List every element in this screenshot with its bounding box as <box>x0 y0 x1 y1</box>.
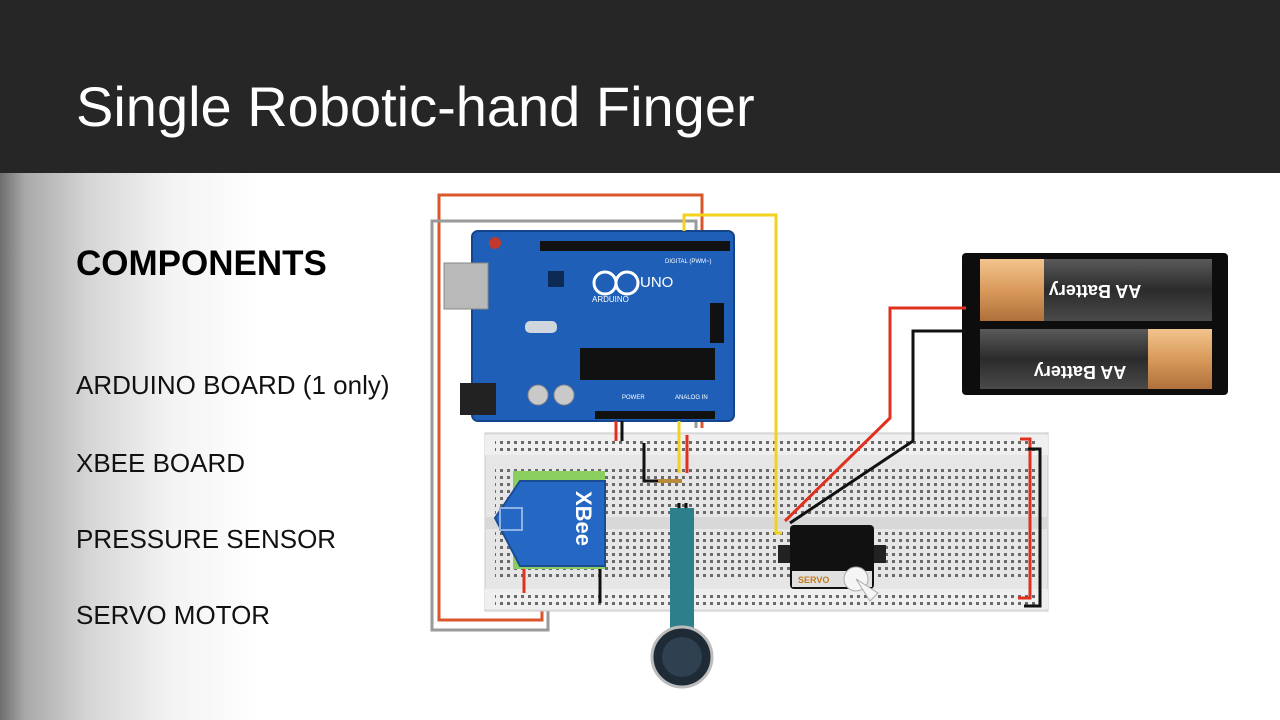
servo-motor: SERVO <box>778 525 886 602</box>
signal-wire <box>682 213 782 535</box>
servo-label: SERVO <box>798 575 829 585</box>
jumper-wires <box>614 421 689 483</box>
battery-wires <box>783 306 1042 608</box>
arduino-analog-label: ANALOG IN <box>675 395 708 401</box>
title-bar <box>0 0 1280 173</box>
component-arduino: ARDUINO BOARD (1 only) <box>76 370 390 400</box>
battery-pack: AA Battery AA Battery <box>962 253 1228 395</box>
components-heading: COMPONENTS <box>76 244 327 283</box>
circuit-diagram: UNO ARDUINO DIGITAL (PWM~) POWER ANALOG … <box>430 193 1228 689</box>
arduino-digital-label: DIGITAL (PWM~) <box>665 259 712 265</box>
arduino-model: UNO <box>640 274 673 291</box>
arduino-board: UNO ARDUINO DIGITAL (PWM~) POWER ANALOG … <box>443 230 735 422</box>
side-gradient <box>0 173 300 720</box>
pressure-sensor <box>650 503 714 689</box>
slide-title: Single Robotic-hand Finger <box>76 75 755 138</box>
battery-label-bottom: AA Battery <box>1034 362 1126 382</box>
arduino-brand: ARDUINO <box>592 295 629 304</box>
battery-label-top: AA Battery <box>1049 281 1141 301</box>
component-servo: SERVO MOTOR <box>76 600 271 630</box>
component-xbee: XBEE BOARD <box>76 448 246 478</box>
xbee-module: XBee <box>493 471 606 603</box>
component-pressure-sensor: PRESSURE SENSOR <box>76 524 337 554</box>
xbee-label: XBee <box>571 491 596 546</box>
arduino-power-label: POWER <box>622 395 645 401</box>
component-clip-region: ARDUINO BOARD (1 only) <box>0 360 397 420</box>
